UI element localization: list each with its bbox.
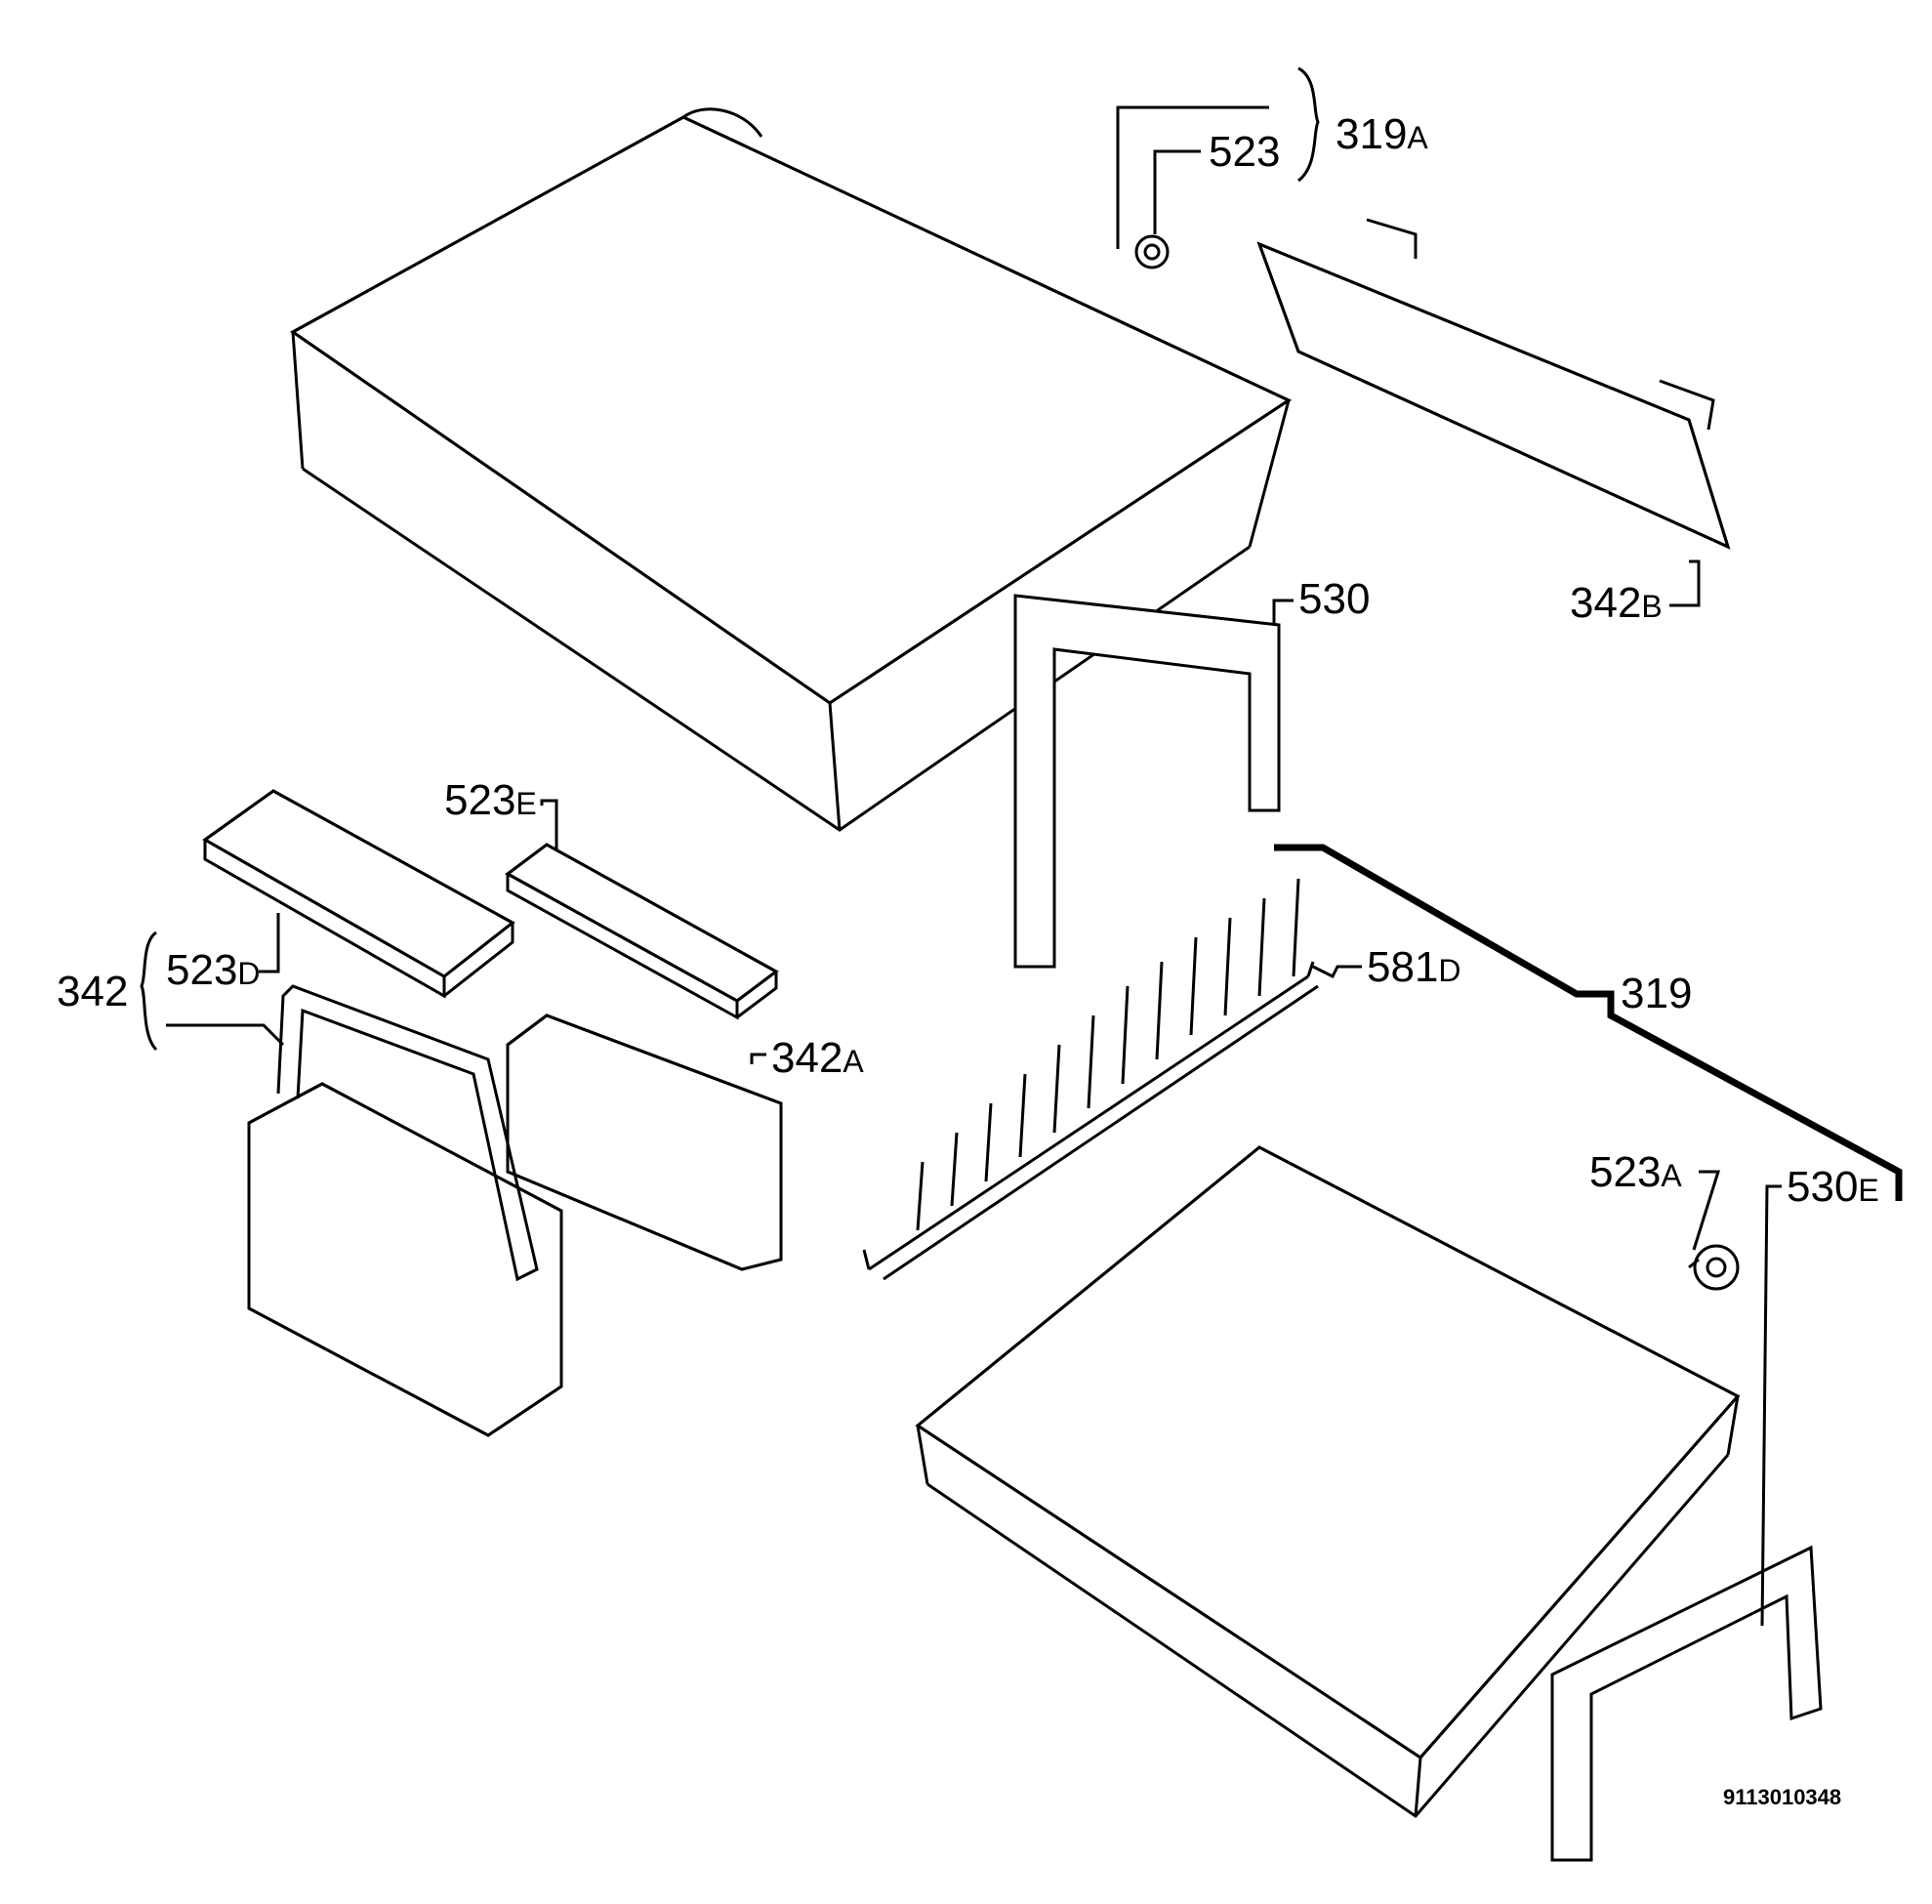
plate-rack-insert-581d [862,878,1319,1281]
callout-530e: 530E [1787,1163,1879,1211]
callout-319: 319 [1621,970,1692,1017]
callout-342a: 342A [771,1034,864,1082]
cutlery-basket-342b [1256,218,1731,550]
callout-523: 523 [1209,128,1280,176]
brace-319a [1297,66,1320,183]
rack-seal-530 [1013,594,1281,969]
cutlery-lid-523d [202,789,515,999]
callout-523a: 523A [1589,1148,1682,1196]
cutlery-lid-523e [505,843,779,1020]
leader-530e [1760,1184,1782,1627]
leader-523a [1692,1170,1721,1251]
callout-342: 342 [57,968,128,1015]
wheel-523 [1134,234,1170,269]
callout-523e: 523E [444,776,537,824]
upper-basket [290,107,1293,832]
callout-581d: 581D [1367,943,1461,991]
leader-581d [1312,965,1362,979]
callout-530: 530 [1298,575,1370,623]
cutlery-basket-342a [506,1014,783,1271]
leader-523d [259,913,280,973]
rack-seal-530e [1550,1545,1823,1862]
leader-523e [540,799,558,849]
cutlery-basket-342 [247,984,563,1437]
wheel-523a [1688,1244,1740,1291]
leader-523 [1153,149,1201,234]
brace-342 [140,931,158,1052]
document-number: 9113010348 [1723,1785,1841,1809]
callout-523d: 523D [166,946,261,994]
leader-530 [1272,599,1294,625]
leader-319 [1274,844,1903,1201]
callout-342b: 342B [1570,579,1663,627]
leader-342 [166,1023,285,1047]
leader-342b [1669,559,1701,607]
leader-319a [1116,105,1269,249]
leader-lines [140,66,1903,1627]
leader-342a [750,1053,766,1064]
callout-319a: 319A [1336,110,1428,158]
lower-basket [915,1145,1741,1818]
